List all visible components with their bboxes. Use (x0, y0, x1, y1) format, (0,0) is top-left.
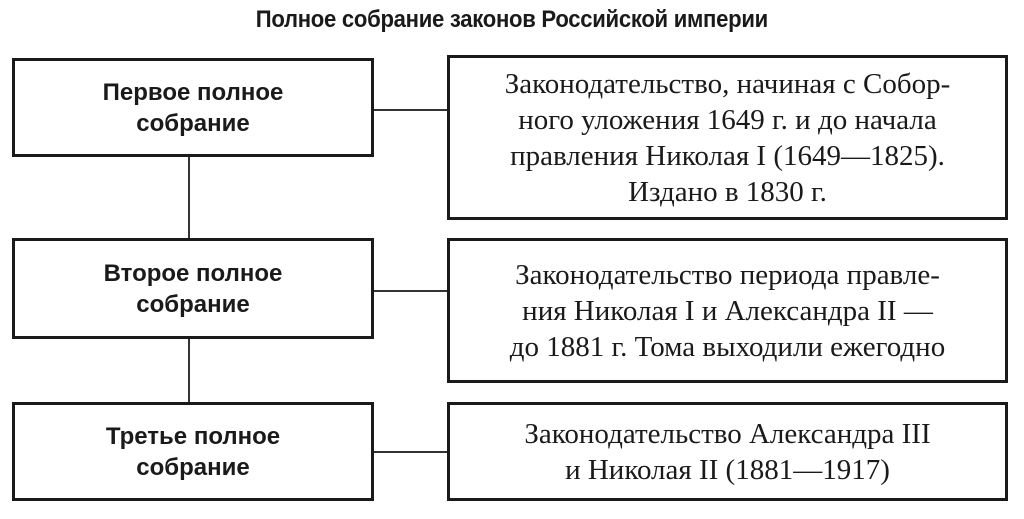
collection-third-name: Третье полное собрание (105, 422, 281, 481)
connector-horizontal-1 (372, 109, 448, 111)
collection-second-box: Второе полное собрание (12, 238, 374, 339)
connector-vertical-1-2 (188, 156, 190, 240)
collection-first-name: Первое полное собрание (102, 78, 284, 137)
collection-third-description: Законодательство Александра III и Никола… (524, 417, 931, 486)
collection-first-description-box: Законодательство, начиная с Собор- ного … (447, 55, 1008, 220)
connector-vertical-2-3 (188, 338, 190, 404)
collection-second-description: Законодательство периода правле- ния Ник… (509, 258, 946, 363)
connector-horizontal-2 (372, 290, 448, 292)
collection-second-description-box: Законодательство периода правле- ния Ник… (447, 238, 1008, 383)
collection-third-box: Третье полное собрание (12, 402, 374, 501)
collection-first-description: Законодательство, начиная с Собор- ного … (504, 67, 951, 208)
collection-third-description-box: Законодательство Александра III и Никола… (447, 402, 1008, 501)
diagram-title: Полное собрание законов Российской импер… (255, 6, 768, 33)
collection-first-box: Первое полное собрание (12, 58, 374, 157)
connector-horizontal-3 (372, 451, 448, 453)
collection-second-name: Второе полное собрание (103, 259, 283, 318)
